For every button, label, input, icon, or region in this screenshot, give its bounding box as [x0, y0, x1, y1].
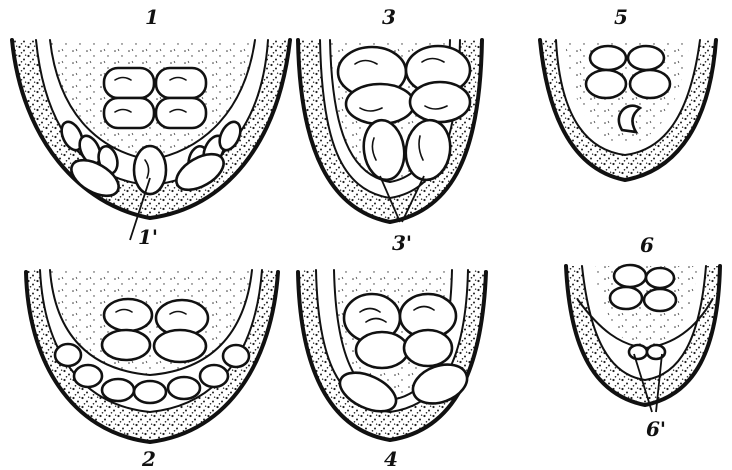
panel-6: 6 6'	[566, 233, 720, 441]
panel-label-6: 6	[640, 233, 654, 257]
panel-1: 1 1'	[12, 5, 290, 249]
panel-label-2: 2	[141, 447, 156, 470]
marked-cell-6prime-left	[629, 345, 647, 359]
callout-label-3prime: 3'	[392, 231, 412, 255]
panel-label-4: 4	[384, 447, 398, 470]
panel-label-1: 1	[145, 5, 159, 29]
panel-5: 5	[540, 5, 716, 180]
callout-label-6prime: 6'	[646, 417, 666, 441]
panel-label-3: 3	[382, 5, 396, 29]
panel-2: 2	[26, 270, 278, 470]
panel-4: 4	[298, 270, 486, 470]
panel-3: 3 3'	[298, 5, 482, 255]
callout-label-1prime: 1'	[138, 225, 158, 249]
panel-label-5: 5	[614, 5, 628, 29]
marked-cell-1prime	[134, 146, 166, 194]
